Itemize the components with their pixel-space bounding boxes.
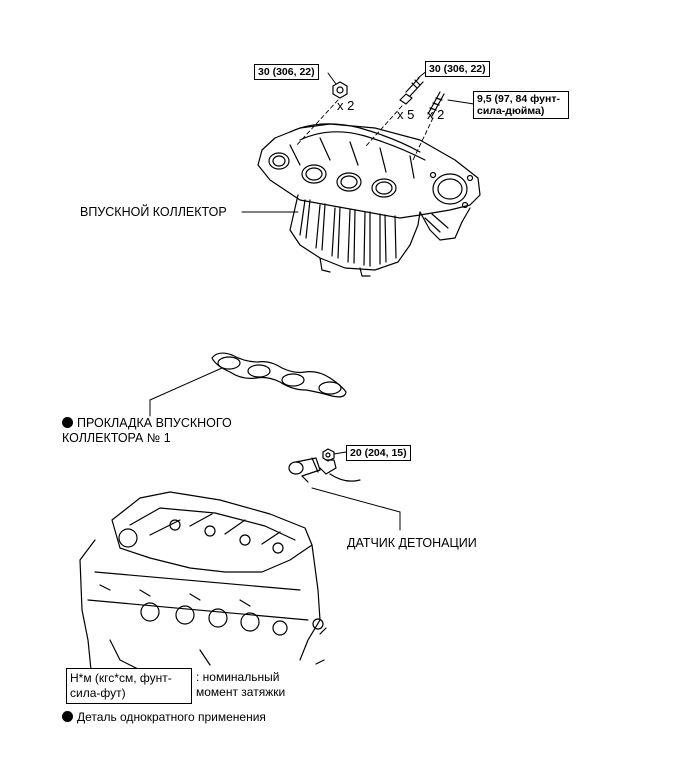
torque-bolt-manifold: 30 (306, 22) bbox=[425, 61, 490, 77]
legend-non-reusable-text: Деталь однократного применения bbox=[77, 710, 266, 724]
knock-sensor-nut-symbol bbox=[322, 448, 335, 462]
qty-bolt: x 5 bbox=[397, 107, 415, 122]
qty-nut: x 2 bbox=[337, 98, 355, 113]
torque-knock-sensor-nut: 20 (204, 15) bbox=[346, 445, 411, 461]
torque-stud: 9,5 (97, 84 фунт-сила-дюйма) bbox=[473, 91, 569, 119]
gasket-illustration bbox=[211, 352, 347, 398]
label-gasket: ПРОКЛАДКА ВПУСКНОГО КОЛЛЕКТОРА № 1 bbox=[62, 416, 262, 446]
legend-torque-meaning: : номинальный момент затяжки bbox=[196, 670, 286, 699]
torque-nut-manifold: 30 (306, 22) bbox=[254, 64, 319, 80]
engine-block-illustration bbox=[79, 491, 327, 693]
non-reusable-bullet-icon bbox=[62, 417, 73, 428]
manifold-bolt-symbol bbox=[399, 77, 424, 105]
alignment-lines bbox=[295, 99, 434, 163]
qty-stud: x 2 bbox=[427, 107, 445, 122]
knock-sensor-illustration bbox=[288, 457, 361, 483]
legend-torque-units: Н*м (кгс*см, фунт-сила-фут) bbox=[66, 668, 192, 704]
intake-manifold-illustration bbox=[257, 123, 481, 277]
manifold-nut-symbol bbox=[332, 81, 348, 99]
label-knock-sensor: ДАТЧИК ДЕТОНАЦИИ bbox=[347, 536, 477, 550]
non-reusable-legend-bullet-icon bbox=[62, 711, 73, 722]
label-intake-manifold: ВПУСКНОЙ КОЛЛЕКТОР bbox=[80, 205, 227, 219]
label-gasket-text: ПРОКЛАДКА ВПУСКНОГО КОЛЛЕКТОРА № 1 bbox=[62, 416, 232, 445]
legend-non-reusable: Деталь однократного применения bbox=[62, 710, 266, 724]
manifold-stud-symbol bbox=[427, 91, 445, 117]
